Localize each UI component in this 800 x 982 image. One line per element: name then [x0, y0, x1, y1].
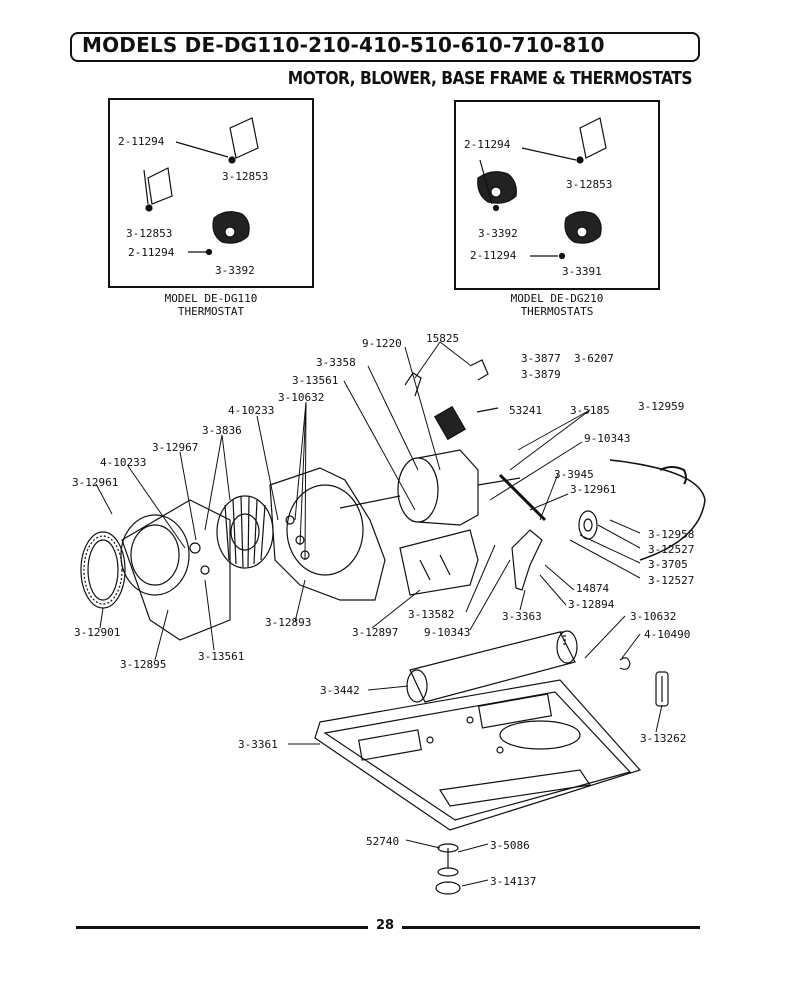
callout: 3-10632: [630, 610, 676, 623]
callout: 3-6207: [574, 352, 614, 365]
inset1-parts: [143, 117, 259, 256]
inset-thermostat-dg110: [108, 98, 314, 288]
callout: 4-10233: [228, 404, 274, 417]
label: 3-12853: [222, 170, 268, 183]
callout: 3-5086: [490, 839, 530, 852]
page-number: 28: [376, 918, 395, 933]
callout: 3-12961: [72, 476, 118, 489]
callout: 3-12894: [568, 598, 615, 611]
motor-mount: [399, 529, 479, 596]
inset-caption-dg110-model: MODEL DE-DG110: [164, 292, 258, 305]
label: 3-3392: [215, 264, 255, 277]
callout: 3-3442: [320, 684, 360, 697]
callout: 3-12527: [648, 543, 694, 556]
callout: 3-3945: [554, 468, 594, 481]
blower-housing-front: [120, 499, 231, 641]
callout: 3-3363: [502, 610, 542, 623]
inset-thermostat-dg210: [454, 100, 660, 290]
base-frame: [314, 679, 642, 831]
callout: 3-13561: [198, 650, 244, 663]
clips-right: [619, 657, 669, 707]
callout: 52740: [366, 835, 399, 848]
footer-rule-right: [402, 926, 700, 929]
callout: 3-14137: [490, 875, 536, 888]
callout: 9-10343: [584, 432, 630, 445]
front-seal: [80, 531, 126, 609]
callout: 3-12967: [152, 441, 198, 454]
section-subtitle: MOTOR, BLOWER, BASE FRAME & THERMOSTATS: [287, 68, 693, 89]
inset-caption-dg110-part: THERMOSTAT: [177, 305, 245, 318]
label: 2-11294: [128, 246, 175, 259]
leader-lines: [95, 341, 663, 887]
blower-housing-rear: [269, 467, 386, 601]
drive-belt: [609, 459, 706, 561]
callout: 3-12961: [570, 483, 616, 496]
callout: 9-1220: [362, 337, 402, 350]
label: 3-3392: [478, 227, 518, 240]
callout: 3-3879: [521, 368, 561, 381]
page-title: MODELS DE-DG110-210-410-510-610-710-810: [82, 33, 605, 57]
callout: 3-3836: [202, 424, 242, 437]
inset2-parts: [477, 117, 607, 260]
callout: 3-13262: [640, 732, 686, 745]
callout: 3-5185: [570, 404, 610, 417]
callout: 3-12959: [638, 400, 684, 413]
footer-rule-left: [76, 926, 368, 929]
label: 3-12853: [126, 227, 172, 240]
callout: 3-10632: [278, 391, 324, 404]
callout: 15825: [426, 332, 459, 345]
callout: 3-12895: [120, 658, 166, 671]
callout: 4-10233: [100, 456, 146, 469]
callout: 3-12897: [352, 626, 398, 639]
callout: 3-3705: [648, 558, 688, 571]
inset-caption-dg210-model: MODEL DE-DG210: [510, 292, 604, 305]
callout: 53241: [509, 404, 542, 417]
callout: 4-10490: [644, 628, 690, 641]
callout: 3-3361: [238, 738, 278, 751]
blower-wheel: [216, 495, 274, 569]
label: 3-3391: [562, 265, 602, 278]
label: 2-11294: [118, 135, 165, 148]
callout: 3-13561: [292, 374, 338, 387]
callout: 14874: [576, 582, 609, 595]
callout: 3-12527: [648, 574, 694, 587]
motor: [339, 405, 521, 526]
callout: 3-12893: [265, 616, 311, 629]
motor-clips: [404, 359, 499, 413]
callout: 3-12958: [648, 528, 694, 541]
callout: 3-13582: [408, 608, 454, 621]
callout: 3-12901: [74, 626, 120, 639]
inset-caption-dg210-part: THERMOSTATS: [520, 305, 594, 318]
callout: 3-3358: [316, 356, 356, 369]
callout: 9-10343: [424, 626, 470, 639]
leveling-leg: [435, 843, 461, 895]
label: 3-12853: [566, 178, 612, 191]
header-frame: [70, 32, 700, 62]
label: 2-11294: [464, 138, 511, 151]
label: 2-11294: [470, 249, 517, 262]
callout: 3-3877: [521, 352, 561, 365]
heater-tube: [406, 630, 578, 703]
